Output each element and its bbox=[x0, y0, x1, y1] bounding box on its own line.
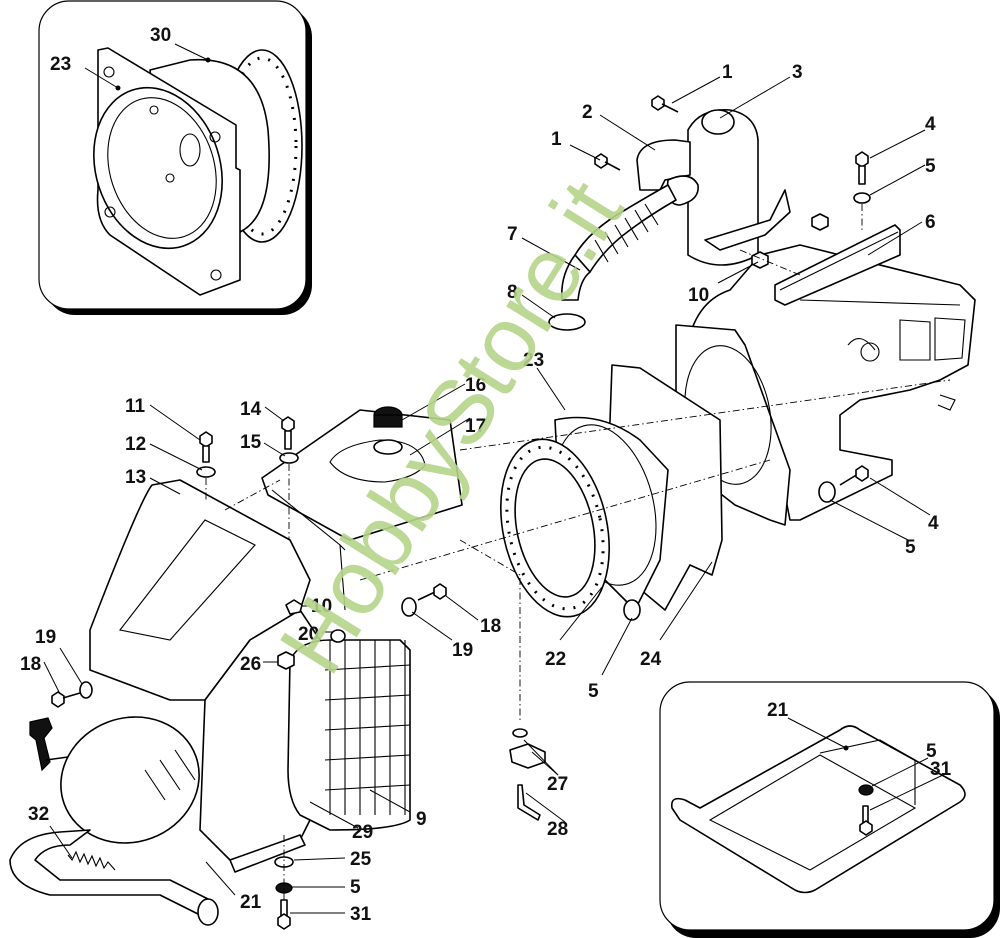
part-5-washer-right bbox=[818, 481, 836, 503]
inset-top-left: 23 30 bbox=[38, 0, 312, 315]
upper-assembly bbox=[548, 95, 976, 526]
part-21-base-frame bbox=[9, 829, 211, 916]
part-11-bolt bbox=[199, 431, 213, 463]
part-10-nut bbox=[751, 251, 769, 269]
inset-part-5-washer bbox=[858, 784, 874, 796]
callout-labels: 1 1 2 3 4 5 6 7 8 10 23 16 17 11 12 13 1… bbox=[20, 62, 939, 925]
starter-handle bbox=[29, 717, 53, 772]
callout-10: 10 bbox=[688, 285, 709, 306]
part-9-muffler-guard bbox=[324, 640, 411, 815]
callout-22: 22 bbox=[545, 649, 566, 670]
fuel-tap-assembly bbox=[509, 728, 546, 821]
callout-8: 8 bbox=[507, 282, 518, 303]
callout-31: 31 bbox=[350, 904, 372, 925]
callout-9: 9 bbox=[416, 809, 427, 830]
callout-2: 2 bbox=[582, 102, 593, 123]
part-flange-housing-inset bbox=[93, 47, 303, 296]
callout-13: 13 bbox=[125, 467, 146, 488]
callout-18: 18 bbox=[480, 616, 501, 637]
callout-20: 20 bbox=[298, 624, 319, 645]
callout-3: 3 bbox=[792, 62, 803, 83]
callout-7: 7 bbox=[507, 224, 518, 245]
part-27-seal bbox=[512, 728, 528, 738]
inset-base-frame bbox=[670, 725, 966, 894]
callout-19: 19 bbox=[35, 627, 56, 648]
callout-1: 1 bbox=[722, 62, 733, 83]
leader-lines bbox=[43, 76, 931, 914]
callout-inset2-21: 21 bbox=[767, 700, 789, 721]
callout-5: 5 bbox=[350, 877, 361, 898]
part-19-washer-mid bbox=[401, 597, 417, 617]
part-6-bracket bbox=[774, 224, 901, 306]
middle-assembly bbox=[359, 364, 951, 720]
callout-24: 24 bbox=[640, 649, 662, 670]
inset-part-31-bolt bbox=[859, 805, 873, 836]
callout-10: 10 bbox=[311, 596, 332, 617]
part-31-bolt bbox=[277, 899, 291, 930]
part-28-fuel-hose bbox=[517, 784, 541, 821]
callout-25: 25 bbox=[350, 849, 372, 870]
engine-assembly bbox=[9, 406, 463, 930]
callout-15: 15 bbox=[240, 432, 262, 453]
callout-inset2-31: 31 bbox=[930, 759, 952, 780]
part-4-bolt-top bbox=[855, 151, 869, 185]
part-20-stud bbox=[330, 629, 346, 643]
callout-12: 12 bbox=[125, 434, 146, 455]
callout-inset1-30: 30 bbox=[150, 25, 171, 46]
callout-4: 4 bbox=[928, 513, 939, 534]
part-nut-a bbox=[811, 213, 829, 231]
callout-28: 28 bbox=[547, 819, 568, 840]
part-26-nut bbox=[277, 651, 295, 670]
part-4-bolt-right bbox=[839, 465, 869, 486]
part-32-spring bbox=[67, 850, 116, 871]
callout-5: 5 bbox=[905, 537, 916, 558]
part-recoil-starter bbox=[60, 716, 200, 844]
callout-1: 1 bbox=[551, 129, 562, 150]
callout-21: 21 bbox=[240, 892, 262, 913]
part-29-muffler bbox=[287, 639, 411, 831]
part-10-nut-left bbox=[285, 599, 303, 615]
part-18-bolt-mid bbox=[417, 583, 447, 601]
callout-32: 32 bbox=[28, 804, 49, 825]
callout-5: 5 bbox=[925, 156, 936, 177]
callout-23: 23 bbox=[523, 350, 544, 371]
part-5-washer-top bbox=[853, 192, 871, 204]
part-5-washer-mid bbox=[623, 599, 641, 621]
callout-6: 6 bbox=[925, 212, 936, 233]
callout-11: 11 bbox=[125, 396, 146, 417]
callout-14: 14 bbox=[240, 399, 262, 420]
callout-19: 19 bbox=[452, 640, 473, 661]
callout-5: 5 bbox=[588, 681, 599, 702]
callout-29: 29 bbox=[352, 822, 373, 843]
callout-27: 27 bbox=[547, 774, 568, 795]
part-8-hose-clamp bbox=[548, 313, 586, 331]
callout-inset2-5: 5 bbox=[926, 741, 937, 762]
part-14-bolt bbox=[281, 416, 295, 450]
callout-inset1-23: 23 bbox=[50, 54, 71, 75]
part-18-bolt-left bbox=[51, 691, 81, 708]
callout-26: 26 bbox=[240, 654, 261, 675]
callout-17: 17 bbox=[465, 416, 486, 437]
part-1-bolt-a bbox=[651, 95, 679, 113]
inset-bottom-right: 21 5 31 bbox=[659, 681, 1000, 938]
callout-18: 18 bbox=[20, 654, 41, 675]
part-1-bolt-b bbox=[594, 153, 621, 171]
callout-16: 16 bbox=[465, 375, 486, 396]
callout-4: 4 bbox=[925, 114, 936, 135]
part-19-washer-left bbox=[79, 681, 93, 699]
part-7-hose bbox=[574, 184, 677, 273]
